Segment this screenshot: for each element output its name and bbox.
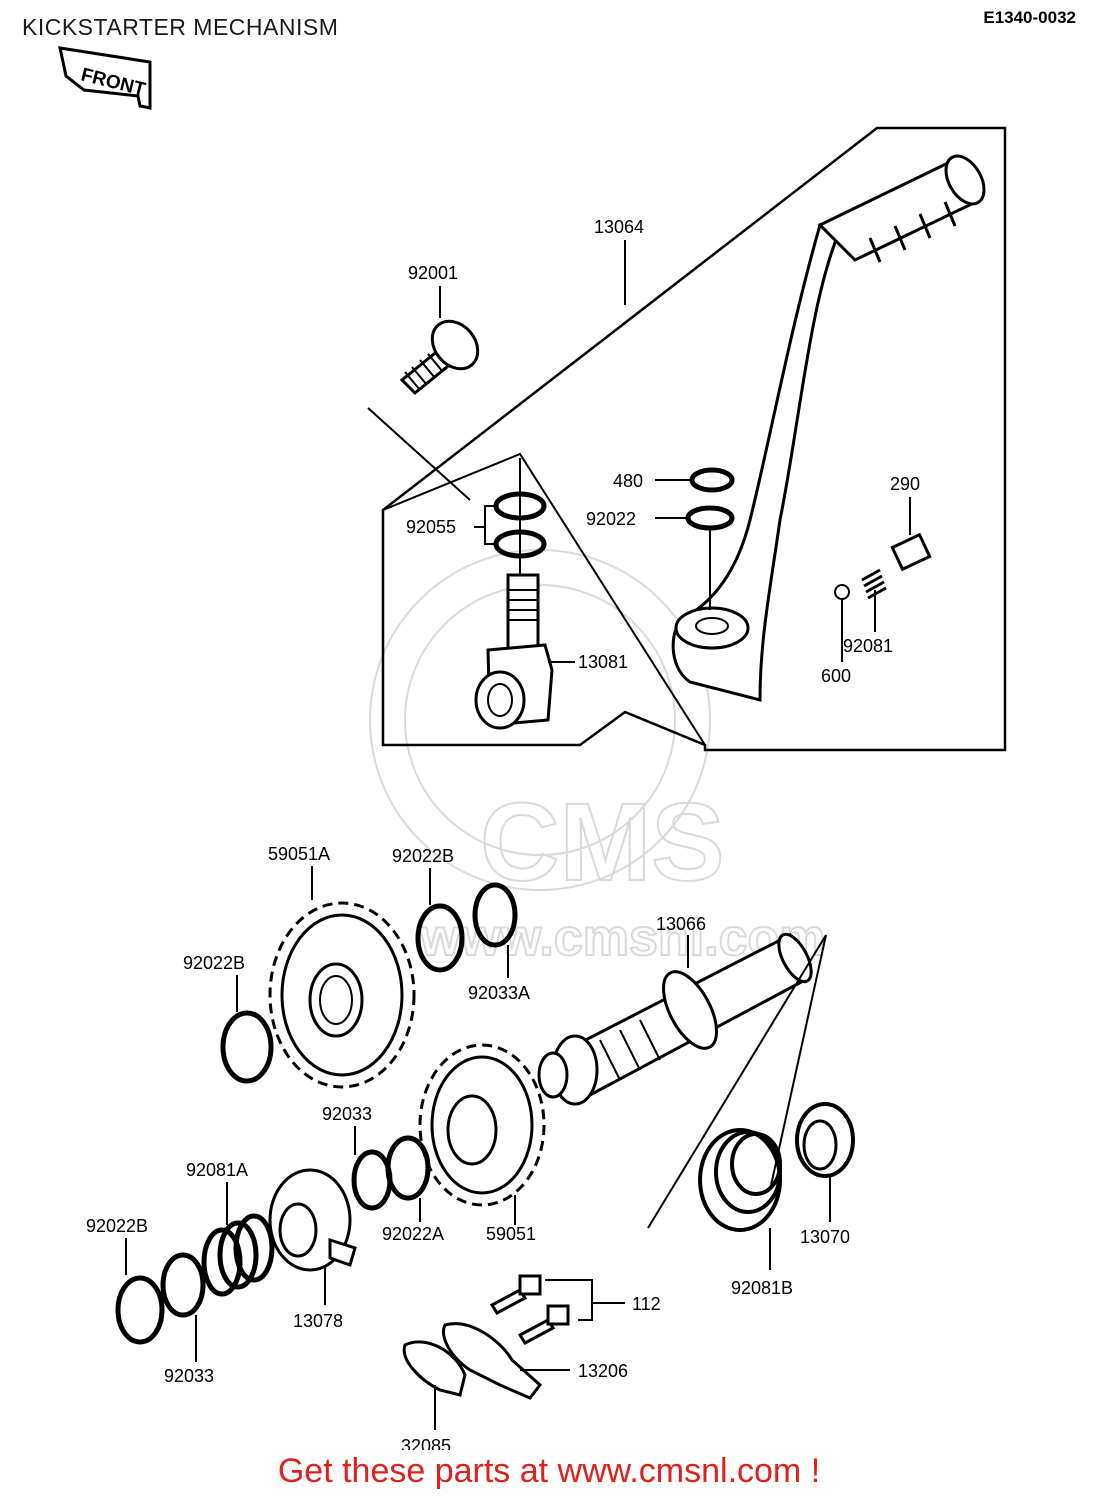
label-92033A: 92033A [468, 983, 530, 1003]
shaft-13081 [474, 573, 554, 730]
kick-arm-frame [381, 126, 1007, 752]
gear-59051A [268, 901, 416, 1089]
label-600: 600 [821, 666, 851, 686]
label-92033-low: 92033 [164, 1366, 214, 1386]
circlip-92033A [472, 882, 518, 948]
label-13078: 13078 [293, 1311, 343, 1331]
footer-cta-link[interactable]: Get these parts at www.cmsnl.com ! [277, 1452, 821, 1490]
exploded-parts-diagram: CMS www.cmsnl.com FRONT [58, 46, 1007, 1450]
washer-92022B-top [415, 903, 465, 973]
washer-92022A [385, 1135, 431, 1201]
label-92022A: 92022A [382, 1224, 444, 1244]
page-title: KICKSTARTER MECHANISM [22, 14, 339, 40]
kick-arm-13064 [671, 154, 986, 702]
washer-92022B-low [115, 1275, 165, 1345]
label-13081: 13081 [578, 652, 628, 672]
ratchet-13078 [268, 1168, 357, 1272]
label-92081A: 92081A [186, 1160, 248, 1180]
spring-92081B [698, 1128, 782, 1232]
spring-92081 [861, 568, 887, 600]
ball-600 [834, 584, 850, 600]
circlip-480 [689, 467, 735, 493]
collar-13070 [795, 1102, 855, 1178]
label-112: 112 [632, 1294, 661, 1314]
watermark-brand: CMS [480, 781, 724, 904]
label-13206: 13206 [578, 1361, 628, 1381]
kick-shaft-13066 [537, 932, 813, 1106]
label-59051: 59051 [486, 1224, 536, 1244]
bolt-92001 [399, 319, 480, 396]
front-arrow-icon: FRONT [58, 46, 152, 110]
plate-32085 [402, 1340, 467, 1397]
label-13064: 13064 [594, 217, 644, 237]
label-290: 290 [890, 474, 920, 494]
washer-92022B-left [220, 1010, 274, 1084]
label-32085: 32085 [401, 1436, 451, 1450]
label-13066: 13066 [656, 914, 706, 934]
label-92022: 92022 [586, 509, 636, 529]
label-92081: 92081 [843, 636, 893, 656]
circlip-92033-low [160, 1252, 206, 1318]
bolts-112 [489, 1274, 570, 1345]
label-92033-mid: 92033 [322, 1104, 372, 1124]
label-92022B-low: 92022B [86, 1216, 148, 1236]
label-480: 480 [613, 471, 643, 491]
cap-290 [890, 532, 932, 572]
label-59051A: 59051A [268, 844, 330, 864]
label-92081B: 92081B [731, 1278, 793, 1298]
label-92001: 92001 [408, 263, 458, 283]
circlip-92033-mid [351, 1149, 393, 1211]
label-13070: 13070 [800, 1227, 850, 1247]
label-92055: 92055 [406, 517, 456, 537]
label-92022B-left: 92022B [183, 953, 245, 973]
drawing-code: E1340-0032 [983, 8, 1076, 27]
washer-92022 [685, 505, 735, 531]
gear-59051 [418, 1043, 546, 1207]
plate-13206 [442, 1322, 543, 1400]
label-92022B-top: 92022B [392, 846, 454, 866]
spring-92081A [201, 1213, 275, 1297]
